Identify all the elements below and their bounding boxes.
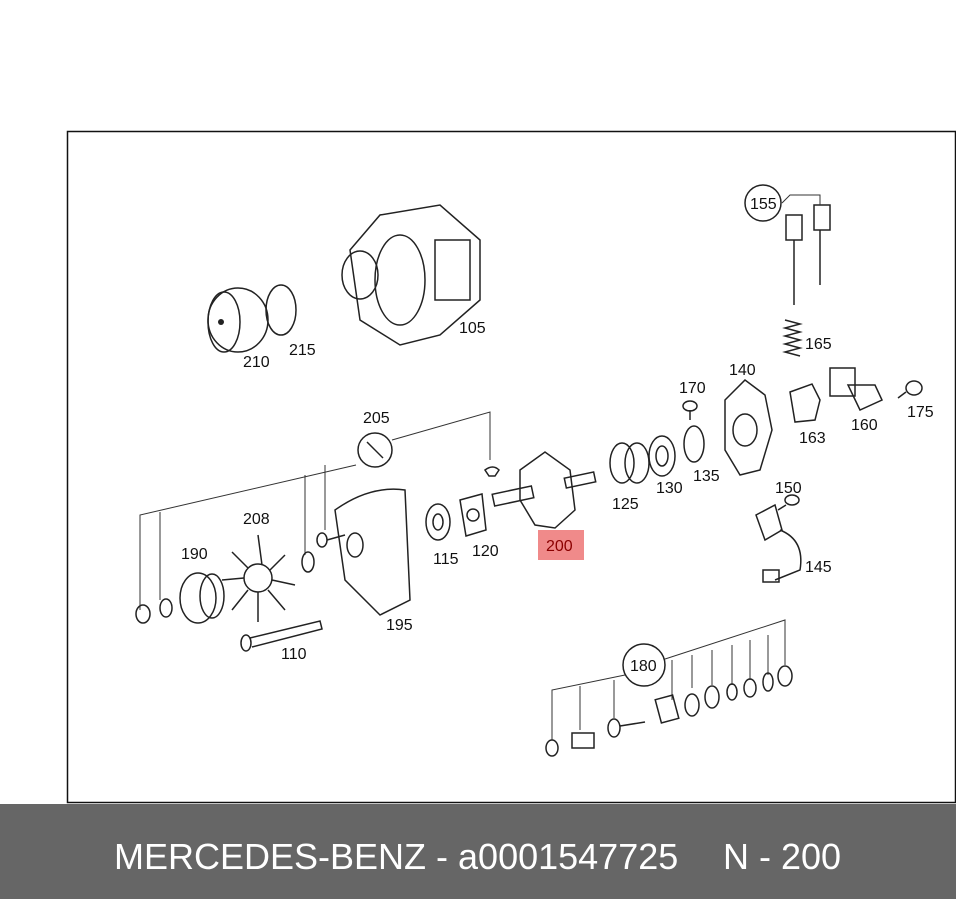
- callout-circle-180: [622, 643, 666, 687]
- part-145-sensor[interactable]: [755, 503, 802, 583]
- label-145[interactable]: 145: [805, 559, 832, 576]
- label-170[interactable]: 170: [679, 380, 706, 397]
- part-175-screw[interactable]: [897, 380, 923, 399]
- part-120-plate[interactable]: [459, 493, 487, 537]
- label-200[interactable]: 200: [546, 538, 573, 555]
- part-195-end-frame[interactable]: [334, 488, 411, 616]
- label-125[interactable]: 125: [612, 496, 639, 513]
- label-115[interactable]: 115: [433, 551, 459, 568]
- label-215[interactable]: 215: [289, 342, 316, 359]
- callout-circle-155: [744, 184, 782, 222]
- label-135[interactable]: 135: [693, 468, 720, 485]
- part-163-plate[interactable]: [789, 383, 821, 423]
- part-155-brushes[interactable]: [781, 194, 831, 305]
- parts-diagram: 210 215 105 155 165 140 170 175 160 163 …: [66, 130, 956, 804]
- highlight-200: [538, 530, 584, 560]
- position-code: N - 200: [723, 836, 842, 877]
- part-180-kit[interactable]: [545, 619, 793, 757]
- part-washer[interactable]: [159, 598, 173, 618]
- label-165[interactable]: 165: [805, 336, 832, 353]
- label-130[interactable]: 130: [656, 480, 683, 497]
- part-160-regulator[interactable]: [829, 367, 883, 411]
- part-washer-205[interactable]: [301, 551, 315, 573]
- label-163[interactable]: 163: [799, 430, 826, 447]
- label-205[interactable]: 205: [363, 410, 390, 427]
- part-200-rotor[interactable]: [491, 451, 597, 529]
- part-215-washer[interactable]: [265, 284, 297, 336]
- part-135-ring[interactable]: [683, 425, 705, 463]
- part-125-slip-ring[interactable]: [609, 442, 650, 484]
- brand-part-number: MERCEDES-BENZ - a0001547725: [114, 836, 679, 877]
- part-150-screw[interactable]: [777, 494, 800, 511]
- part-115-bearing[interactable]: [425, 503, 451, 541]
- label-190[interactable]: 190: [181, 546, 208, 563]
- part-105-alternator[interactable]: [341, 204, 481, 346]
- label-150[interactable]: 150: [775, 480, 802, 497]
- part-205-kit[interactable]: [139, 411, 500, 610]
- part-208-fan[interactable]: [221, 534, 296, 622]
- part-170-screw[interactable]: [682, 400, 698, 420]
- label-110[interactable]: 110: [281, 646, 307, 663]
- part-165-spring[interactable]: [782, 319, 803, 357]
- label-210[interactable]: 210: [243, 354, 270, 371]
- label-140[interactable]: 140: [729, 362, 756, 379]
- part-190-pulley[interactable]: [179, 572, 225, 624]
- part-110-bolt[interactable]: [240, 620, 323, 652]
- label-120[interactable]: 120: [472, 543, 499, 560]
- part-screw-195[interactable]: [316, 532, 346, 548]
- footer-bar: MERCEDES-BENZ - a0001547725 N - 200: [0, 804, 956, 899]
- diagram-frame: [66, 130, 956, 804]
- label-105[interactable]: 105: [459, 320, 486, 337]
- part-nut[interactable]: [135, 604, 151, 624]
- label-208[interactable]: 208: [243, 511, 270, 528]
- label-195[interactable]: 195: [386, 617, 413, 634]
- label-180[interactable]: 180: [630, 658, 657, 675]
- label-175[interactable]: 175: [907, 404, 934, 421]
- part-210-pulley[interactable]: [207, 287, 269, 353]
- label-160[interactable]: 160: [851, 417, 878, 434]
- part-140-rectifier[interactable]: [724, 379, 773, 476]
- label-155[interactable]: 155: [750, 196, 777, 213]
